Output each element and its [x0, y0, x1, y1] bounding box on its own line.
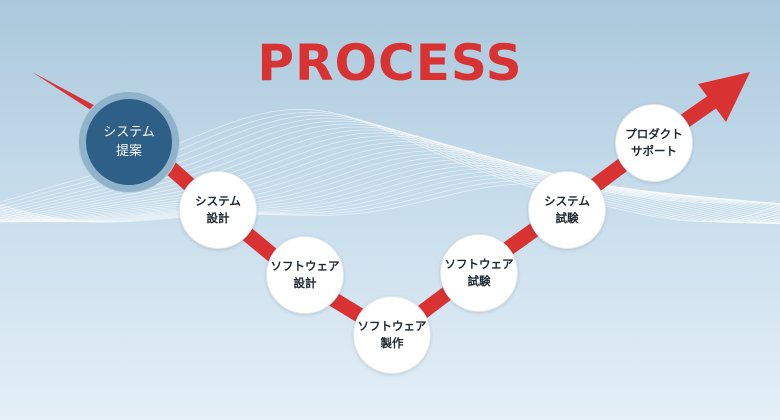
step-label-line1: プロダクト [625, 127, 683, 142]
page-title: PROCESS [257, 34, 523, 92]
wave-line [0, 144, 780, 223]
step-label-line1: システム [544, 194, 590, 209]
step-software-testing: ソフトウェア 試験 [440, 234, 518, 312]
wave-line [0, 132, 780, 225]
step-label-line2: サポート [631, 144, 677, 158]
step-software-production: ソフトウェア 製作 [353, 296, 431, 374]
step-label-line2: 試験 [467, 274, 491, 288]
step-label-line2: 提案 [115, 144, 142, 159]
arrow-head [698, 72, 750, 122]
wave-line [0, 150, 780, 223]
wave-line [0, 138, 780, 224]
step-system-proposal: システム 提案 [79, 92, 179, 192]
step-software-design: ソフトウェア 設計 [266, 236, 344, 314]
step-label-line1: システム [195, 194, 241, 209]
step-label-line1: ソフトウェア [357, 319, 427, 334]
step-label-line2: 設計 [206, 211, 230, 225]
wave-line [0, 183, 780, 223]
step-product-support: プロダクト サポート [615, 104, 693, 182]
wave-line [0, 147, 780, 223]
step-label-line2: 設計 [293, 276, 317, 290]
step-system-testing: システム 試験 [528, 171, 606, 249]
step-label-line1: ソフトウェア [270, 259, 340, 274]
step-label-line1: ソフトウェア [444, 257, 514, 272]
wave-line [0, 135, 780, 224]
wave-line [0, 174, 780, 223]
wave-line [0, 141, 780, 223]
step-label-line1: システム [103, 124, 155, 140]
step-system-design: システム 設計 [179, 171, 257, 249]
step-label-line2: 製作 [380, 336, 404, 350]
step-label-line2: 試験 [555, 211, 579, 225]
wave-line [0, 129, 780, 224]
wave-line [0, 171, 780, 223]
